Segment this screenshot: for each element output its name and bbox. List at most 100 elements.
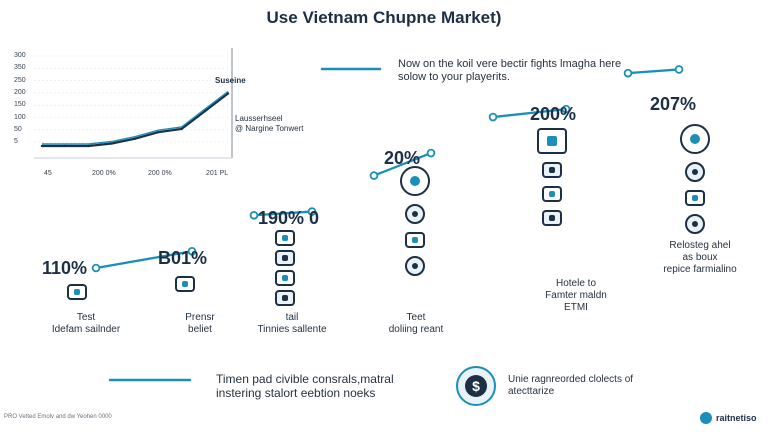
mini-chart-y-tick: 250 bbox=[14, 76, 26, 84]
progression-node-start bbox=[91, 263, 101, 273]
progression-caption-line: Tinnies sallente bbox=[257, 324, 327, 335]
progression-icon-glyph bbox=[275, 250, 295, 266]
progression-caption-line: Idefam sailnder bbox=[51, 324, 121, 335]
progression-icon-glyph bbox=[405, 204, 425, 224]
progression-icon-glyph bbox=[537, 128, 567, 154]
progression-node-start bbox=[369, 171, 379, 180]
progression-caption-line: Teet bbox=[406, 312, 426, 323]
progression-icon-inner bbox=[691, 194, 699, 202]
progression-icon-inner bbox=[691, 220, 699, 228]
progression-caption-line: Prensr bbox=[185, 312, 215, 323]
progression-caption-line: beliet bbox=[188, 324, 212, 335]
progression-icon-glyph bbox=[680, 124, 710, 154]
progression-value-label: 190% 0 bbox=[258, 208, 320, 228]
progression-node-start bbox=[249, 210, 259, 220]
mini-chart-y-tick: 150 bbox=[14, 101, 26, 109]
progression-node-end bbox=[674, 65, 684, 74]
progression-node-end bbox=[187, 246, 197, 256]
progression-icon-glyph bbox=[685, 214, 705, 234]
mini-chart-y-tick: 5 bbox=[14, 138, 18, 146]
mini-chart-x-tick: 200 0% bbox=[148, 170, 172, 177]
mini-chart-series-line-highlight bbox=[42, 90, 229, 145]
progression-caption-line: Hotele to bbox=[555, 278, 597, 289]
progression-connector bbox=[627, 68, 680, 75]
progression-value-label: 200% bbox=[530, 104, 577, 124]
progression-icon-inner bbox=[411, 262, 419, 270]
progression-icon-inner bbox=[691, 168, 699, 176]
mini-chart-y-tick: 300 bbox=[14, 52, 26, 59]
progression-icon-inner bbox=[548, 214, 556, 222]
progression-caption-line: ETMI bbox=[564, 302, 588, 313]
progression-icon-glyph bbox=[685, 190, 705, 206]
mini-chart-x-tick: 201 PL bbox=[206, 170, 229, 177]
progression-icon-inner bbox=[411, 210, 419, 218]
mini-chart-point bbox=[133, 137, 137, 140]
progression-connector bbox=[253, 210, 313, 217]
ship-icon bbox=[398, 166, 432, 296]
progression-icon-inner bbox=[690, 134, 700, 144]
progression-icon-inner bbox=[73, 288, 81, 296]
progression-icon-glyph bbox=[542, 186, 562, 202]
progression-icon-glyph bbox=[67, 284, 87, 300]
progression-caption-line: repice farmialino bbox=[663, 264, 737, 275]
progression-icon-glyph bbox=[542, 162, 562, 178]
logo-icon bbox=[700, 412, 712, 424]
mini-chart-legend-line1: Lausserhseel bbox=[235, 114, 283, 123]
bottom-left-note: Timen pad civible consrals,matral inster… bbox=[216, 372, 394, 400]
progression-icon-inner bbox=[411, 236, 419, 244]
monitor-icon bbox=[60, 284, 94, 312]
progression-connector bbox=[492, 108, 567, 119]
progression-icon-inner bbox=[181, 280, 189, 288]
progression-icon-glyph bbox=[400, 166, 430, 196]
mini-chart-x-tick: 200 0% bbox=[92, 170, 116, 177]
mini-chart-legend-line2: @ Nargine Tonwert bbox=[235, 124, 304, 133]
progression-icon-inner bbox=[547, 136, 557, 146]
progression-caption-line: doliing reant bbox=[388, 324, 444, 335]
progression-icon-glyph bbox=[275, 230, 295, 246]
mini-chart-point bbox=[203, 110, 206, 113]
progression-caption-line: tail bbox=[285, 312, 299, 323]
progression-node-start bbox=[623, 68, 633, 78]
progression-icon-glyph bbox=[405, 256, 425, 276]
mini-chart-point bbox=[87, 144, 90, 148]
progression-node-start bbox=[488, 112, 498, 122]
progression-node-end bbox=[561, 104, 571, 114]
progression-value-label: 207% bbox=[650, 94, 697, 114]
progression-node-end bbox=[307, 207, 317, 216]
wallet-icon bbox=[678, 124, 712, 244]
progression-node-end bbox=[426, 148, 436, 158]
progression-icon-glyph bbox=[685, 162, 705, 182]
progression-icon-inner bbox=[548, 166, 556, 174]
mini-chart-y-tick: 100 bbox=[14, 113, 26, 121]
progression-icon-inner bbox=[281, 274, 289, 282]
progression-icon-glyph bbox=[405, 232, 425, 248]
progression-icon-glyph bbox=[542, 210, 562, 226]
mini-chart-point bbox=[157, 131, 160, 134]
bottom-right-note: Unie ragnreorded clolects of atecttarize bbox=[508, 374, 634, 397]
progression-icon-inner bbox=[281, 294, 289, 302]
person-icon bbox=[168, 276, 202, 304]
progression-value-label: 110% bbox=[42, 258, 88, 278]
mini-chart-series-label: Suseine bbox=[215, 76, 246, 85]
progression-icon-inner bbox=[410, 176, 420, 186]
progression-caption-line: Famter maldn bbox=[545, 290, 607, 301]
progression-caption-line: as boux bbox=[682, 252, 718, 263]
progression-icon-inner bbox=[281, 254, 289, 262]
page-title: Use Vietnam Chupne Market) bbox=[266, 8, 502, 27]
mini-chart-point bbox=[64, 144, 67, 148]
progression-caption-line: Relosteg ahel bbox=[669, 240, 731, 251]
progression-value-label: 20% bbox=[384, 148, 421, 168]
mini-chart-point bbox=[226, 92, 230, 95]
progression-value-label: B01% bbox=[158, 248, 208, 268]
progression-icon-inner bbox=[281, 234, 289, 242]
progression-connector bbox=[95, 250, 193, 270]
progression-caption-line: Test bbox=[76, 312, 96, 323]
